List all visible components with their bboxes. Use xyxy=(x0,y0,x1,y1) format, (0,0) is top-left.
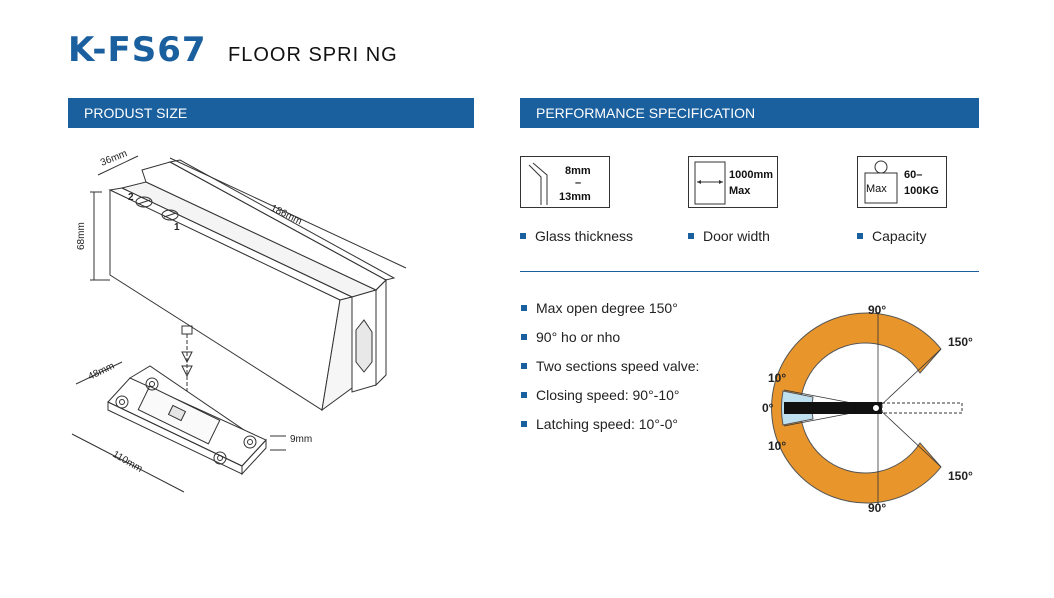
label-1: 1 xyxy=(174,222,180,233)
dim-110: 110mm xyxy=(111,449,145,475)
door-width-icon xyxy=(694,161,726,205)
product-drawing: 36mm 186mm 68mm 48mm 110mm 9mm 1 2 xyxy=(71,148,407,493)
door-width-box: 1000mm Max xyxy=(688,156,778,208)
bullet-icon xyxy=(521,421,527,428)
bullet-icon xyxy=(857,233,863,240)
product-model: K-FS67 xyxy=(68,30,207,70)
capacity-value-bottom: 100KG xyxy=(904,185,939,197)
door-width-max: Max xyxy=(729,185,751,197)
capacity-value-top: 60– xyxy=(904,169,923,181)
dim-68: 68mm xyxy=(76,222,87,250)
label-2: 2 xyxy=(128,192,134,203)
dim-9: 9mm xyxy=(290,434,312,445)
section-header-product-size: PRODUST SIZE xyxy=(68,98,474,128)
section-divider xyxy=(520,271,979,272)
angle-top-90: 90° xyxy=(868,303,886,317)
dim-36: 36mm xyxy=(99,148,129,169)
product-name: FLOOR SPRI NG xyxy=(228,44,398,66)
spec-label-glass: Glass thickness xyxy=(520,228,633,244)
angle-bottom-150: 150° xyxy=(948,469,973,483)
glass-thickness-box: 8mm – 13mm xyxy=(520,156,610,208)
bullet-icon xyxy=(521,392,527,399)
feature-item: Max open degree 150° xyxy=(521,298,699,327)
bullet-icon xyxy=(520,233,526,240)
feature-item: Closing speed: 90°-10° xyxy=(521,385,699,414)
angle-bottom-10: 10° xyxy=(768,439,786,453)
weight-icon-label: Max xyxy=(866,183,887,195)
capacity-box: Max 60– 100KG xyxy=(857,156,947,208)
feature-list: Max open degree 150° 90° ho or nho Two s… xyxy=(521,298,699,443)
glass-min: 8mm xyxy=(565,165,591,177)
feature-item: Latching speed: 10°-0° xyxy=(521,414,699,443)
angle-bottom-90: 90° xyxy=(868,501,886,515)
glass-edge-icon xyxy=(528,162,548,205)
glass-max: 13mm xyxy=(559,191,591,203)
glass-dash: – xyxy=(575,177,582,189)
bullet-icon xyxy=(521,334,527,341)
feature-item: Two sections speed valve: xyxy=(521,356,699,385)
bullet-icon xyxy=(688,233,694,240)
angle-top-150: 150° xyxy=(948,335,973,349)
door-width-value: 1000mm xyxy=(729,169,774,181)
spec-label-door: Door width xyxy=(688,228,770,244)
feature-item: 90° ho or nho xyxy=(521,327,699,356)
bullet-icon xyxy=(521,305,527,312)
angle-zero: 0° xyxy=(762,401,774,415)
bullet-icon xyxy=(521,363,527,370)
opening-angle-diagram: 90° 90° 150° 150° 10° 10° 0° xyxy=(762,303,973,515)
dim-48: 48mm xyxy=(86,361,116,383)
angle-top-10: 10° xyxy=(768,371,786,385)
spec-label-capacity: Capacity xyxy=(857,228,926,244)
section-header-performance: PERFORMANCE SPECIFICATION xyxy=(520,98,979,128)
weight-icon xyxy=(864,160,898,204)
